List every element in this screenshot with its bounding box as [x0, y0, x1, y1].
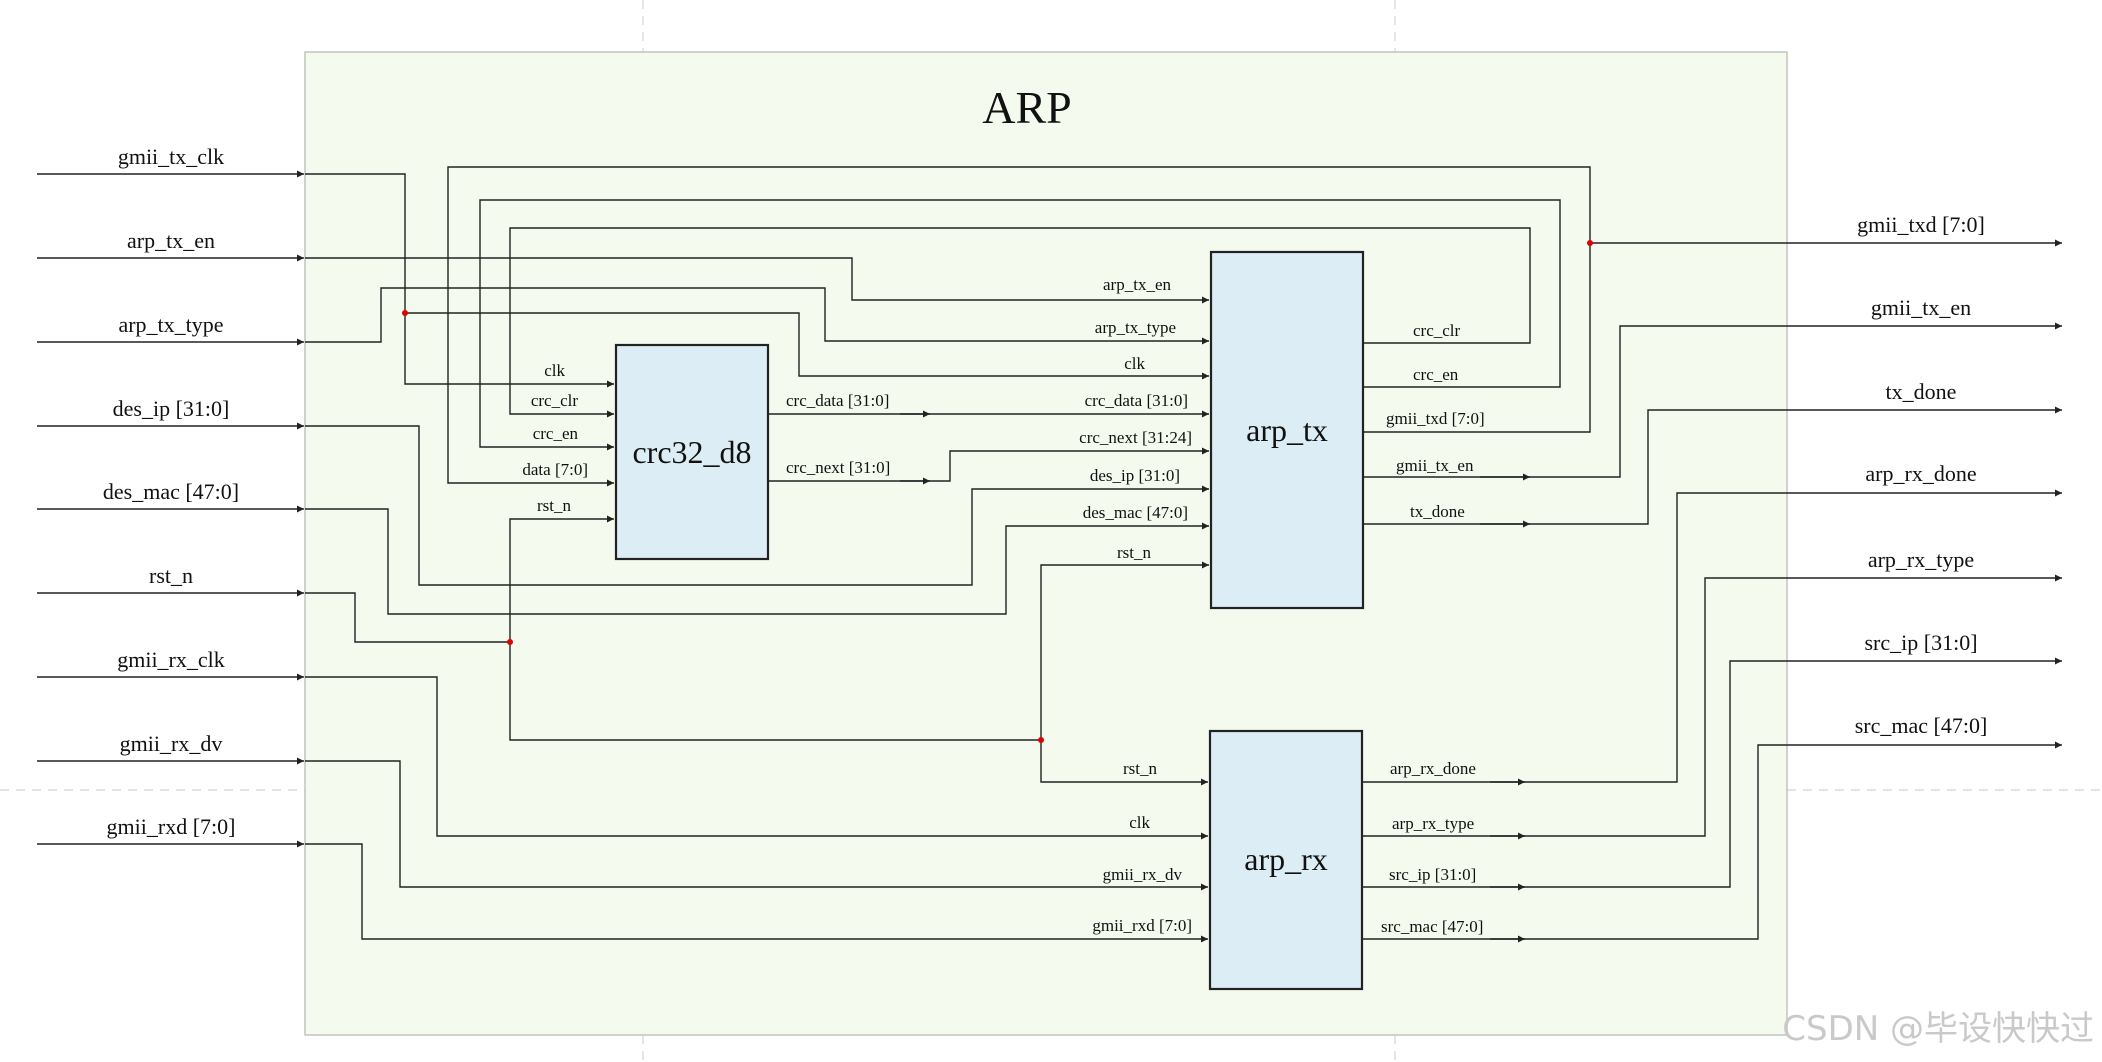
input-label: gmii_tx_clk	[118, 144, 224, 169]
pin-label: des_ip [31:0]	[1090, 466, 1180, 485]
junction-dot	[507, 639, 513, 645]
pin-label: crc_clr	[1413, 321, 1461, 340]
input-label: gmii_rx_clk	[117, 647, 225, 672]
arp-tx-block[interactable]	[1209, 250, 1365, 610]
input-label: arp_tx_en	[127, 228, 215, 253]
pin-label: gmii_tx_en	[1396, 456, 1474, 475]
watermark: CSDN @毕设快快过	[1782, 1009, 2094, 1049]
pin-label: crc_data [31:0]	[1085, 391, 1188, 410]
top-outputs: gmii_txd [7:0] gmii_tx_en tx_done arp_rx…	[1787, 212, 2062, 749]
pin-label: arp_tx_en	[1103, 275, 1171, 294]
junction-dot	[1038, 737, 1044, 743]
crc32-d8-label: crc32_d8	[632, 434, 751, 470]
junction-dot	[1587, 240, 1593, 246]
pin-label: des_mac [47:0]	[1083, 503, 1188, 522]
pin-label: gmii_txd [7:0]	[1386, 409, 1485, 428]
input-label: des_mac [47:0]	[103, 479, 239, 504]
pin-label: src_ip [31:0]	[1389, 865, 1476, 884]
input-label: des_ip [31:0]	[113, 396, 230, 421]
pin-label: data [7:0]	[522, 460, 588, 479]
arp-rx-pins: rst_n clk gmii_rx_dv gmii_rxd [7:0] arp_…	[1092, 759, 1483, 936]
pin-label: crc_en	[533, 424, 579, 443]
output-label: src_ip [31:0]	[1864, 630, 1977, 655]
pin-label: crc_clr	[531, 391, 579, 410]
output-label: gmii_txd [7:0]	[1857, 212, 1985, 237]
internal-wires	[305, 166, 1787, 943]
arp-rx-block[interactable]	[1208, 729, 1364, 991]
junction-dot	[402, 310, 408, 316]
pin-label: crc_next [31:24]	[1079, 428, 1192, 447]
output-label: arp_rx_done	[1865, 461, 1976, 486]
pin-label: arp_rx_type	[1392, 814, 1474, 833]
module-frame	[304, 51, 1788, 1036]
arp-tx-pins: arp_tx_en arp_tx_type clk crc_data [31:0…	[1079, 275, 1485, 562]
input-label: gmii_rxd [7:0]	[107, 814, 236, 839]
pin-label: tx_done	[1410, 502, 1465, 521]
arp-tx-label: arp_tx	[1246, 412, 1328, 448]
output-label: arp_rx_type	[1868, 547, 1974, 572]
pin-label: gmii_rxd [7:0]	[1092, 916, 1192, 935]
pin-label: arp_rx_done	[1390, 759, 1476, 778]
pin-label: crc_next [31:0]	[786, 458, 890, 477]
output-label: gmii_tx_en	[1871, 295, 1971, 320]
pin-label: rst_n	[1117, 543, 1152, 562]
input-label: arp_tx_type	[118, 312, 223, 337]
input-label: rst_n	[149, 563, 193, 588]
module-title: ARP	[982, 82, 1071, 133]
pin-label: arp_tx_type	[1095, 318, 1176, 337]
arp-rx-label: arp_rx	[1244, 841, 1328, 877]
pin-label: rst_n	[537, 496, 572, 515]
output-label: src_mac [47:0]	[1855, 713, 1988, 738]
pin-label: crc_data [31:0]	[786, 391, 889, 410]
pin-label: gmii_rx_dv	[1103, 865, 1183, 884]
pin-label: src_mac [47:0]	[1381, 917, 1483, 936]
pin-label: crc_en	[1413, 365, 1459, 384]
pin-label: clk	[1129, 813, 1150, 832]
pin-label: clk	[1124, 354, 1145, 373]
output-label: tx_done	[1886, 379, 1957, 404]
pin-label: clk	[544, 361, 565, 380]
pin-label: rst_n	[1123, 759, 1158, 778]
crc32-d8-pins: clk crc_clr crc_en data [7:0] rst_n crc_…	[522, 361, 890, 515]
input-label: gmii_rx_dv	[120, 731, 223, 756]
crc32-d8-block[interactable]	[614, 343, 770, 561]
junction-dots	[402, 240, 1593, 743]
top-inputs: gmii_tx_clk arp_tx_en arp_tx_type des_ip…	[37, 144, 304, 848]
